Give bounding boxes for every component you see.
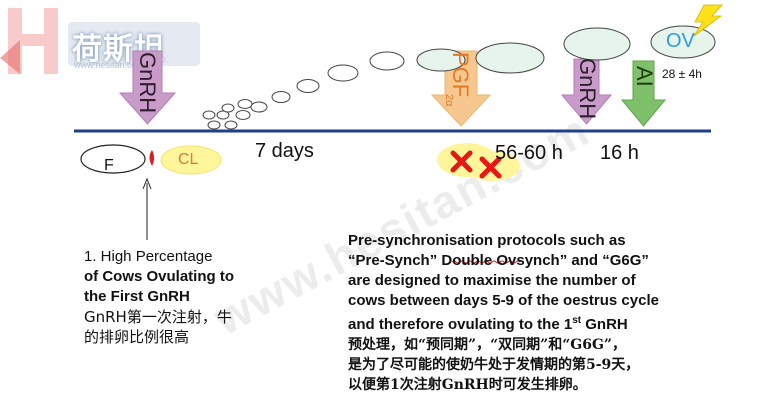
follicle-bubble [475, 42, 545, 74]
follicle-bubble [416, 48, 466, 72]
right-note-line5-pre: and therefore ovulating to the 1 [348, 316, 573, 333]
follicle-bubble [216, 110, 230, 120]
left-note: 1. High Percentage of Cows Ovulating to … [84, 247, 324, 347]
gnrh2-arrow [560, 58, 613, 125]
cross-icon [450, 150, 473, 173]
cl-red-marker [149, 150, 154, 166]
follicle-bubble [221, 103, 235, 113]
follicle-bubble [250, 101, 268, 113]
gnrh1-label: GnRH [135, 52, 160, 114]
ai-arrow [620, 60, 667, 127]
left-note-line2: of Cows Ovulating to [84, 268, 234, 285]
logo-h-mark [0, 8, 200, 74]
right-note-line4: cows between days 5-9 of the oestrus cyc… [348, 292, 659, 309]
follicle-bubble [563, 27, 631, 61]
ov-time-label: 28 ± 4h [662, 67, 702, 81]
left-note-line3: the First GnRH [84, 288, 190, 305]
left-note-cn2: 的排卵比例很高 [84, 328, 190, 346]
right-note-cn1: 预处理，如“预同期”，“双同期”和“G6G”， [348, 337, 626, 353]
cross-icon [479, 156, 502, 179]
follicle-bubble [271, 91, 291, 103]
follicle-bubble [207, 120, 221, 130]
follicle-bubble [237, 99, 253, 109]
ov-bubble [650, 25, 716, 59]
lightning-icon [693, 4, 723, 37]
left-note-line: 1. High Percentage [84, 247, 324, 267]
pgf-label: PGF [448, 52, 473, 98]
right-note: Pre-synchronisation protocols such as “P… [348, 231, 753, 395]
hours-gnrh-to-ai-label: 16 h [600, 142, 639, 164]
cl-shape [160, 145, 222, 175]
spellcheck-underline [451, 260, 521, 264]
ai-label: AI [632, 66, 657, 87]
days-label: 7 days [255, 140, 314, 162]
follicle-f-shape [80, 144, 146, 174]
logo: 荷斯坦 www.hesitan.com [0, 0, 210, 80]
cl-label: CL [178, 151, 199, 168]
pointer-arrowhead [142, 177, 152, 190]
gnrh1-arrow [118, 50, 177, 125]
logo-url: www.hesitan.com [74, 60, 145, 70]
right-note-cn2: 是为了尽可能的使奶牛处于发情期的第5-9天， [348, 357, 640, 373]
left-note-line1: 1. High Percentage [84, 248, 213, 265]
pgf-subscript: 2α [443, 94, 455, 107]
right-note-line5-post: GnRH [581, 316, 628, 333]
follicle-label: F [104, 157, 114, 174]
right-note-line3: are designed to maximise the number of [348, 272, 636, 289]
follicle-bubble [235, 110, 251, 120]
follicle-wave [202, 25, 716, 130]
right-note-line2: “Pre-Synch” Double Ovsynch” and “G6G” [348, 252, 649, 269]
follicle-bubble [369, 51, 405, 71]
right-note-line5: and therefore ovulating to the 1st GnRH [348, 311, 753, 335]
follicle-bubble [327, 64, 359, 82]
follicle-bubble [296, 79, 320, 93]
follicle-bubble [202, 110, 216, 120]
left-note-cn1: GnRH第一次注射，牛 [84, 308, 232, 326]
hours-pgf-to-gnrh-label: 56-60 h [495, 142, 563, 164]
right-note-line1: Pre-synchronisation protocols such as [348, 232, 626, 249]
ov-label: OV [666, 30, 695, 52]
right-note-line5-sup: st [572, 315, 582, 326]
follicle-bubble [224, 120, 238, 130]
gnrh2-label: GnRH [575, 58, 600, 120]
right-note-cn3: 以便第1次注射GnRH时可发生排卵。 [348, 377, 587, 393]
